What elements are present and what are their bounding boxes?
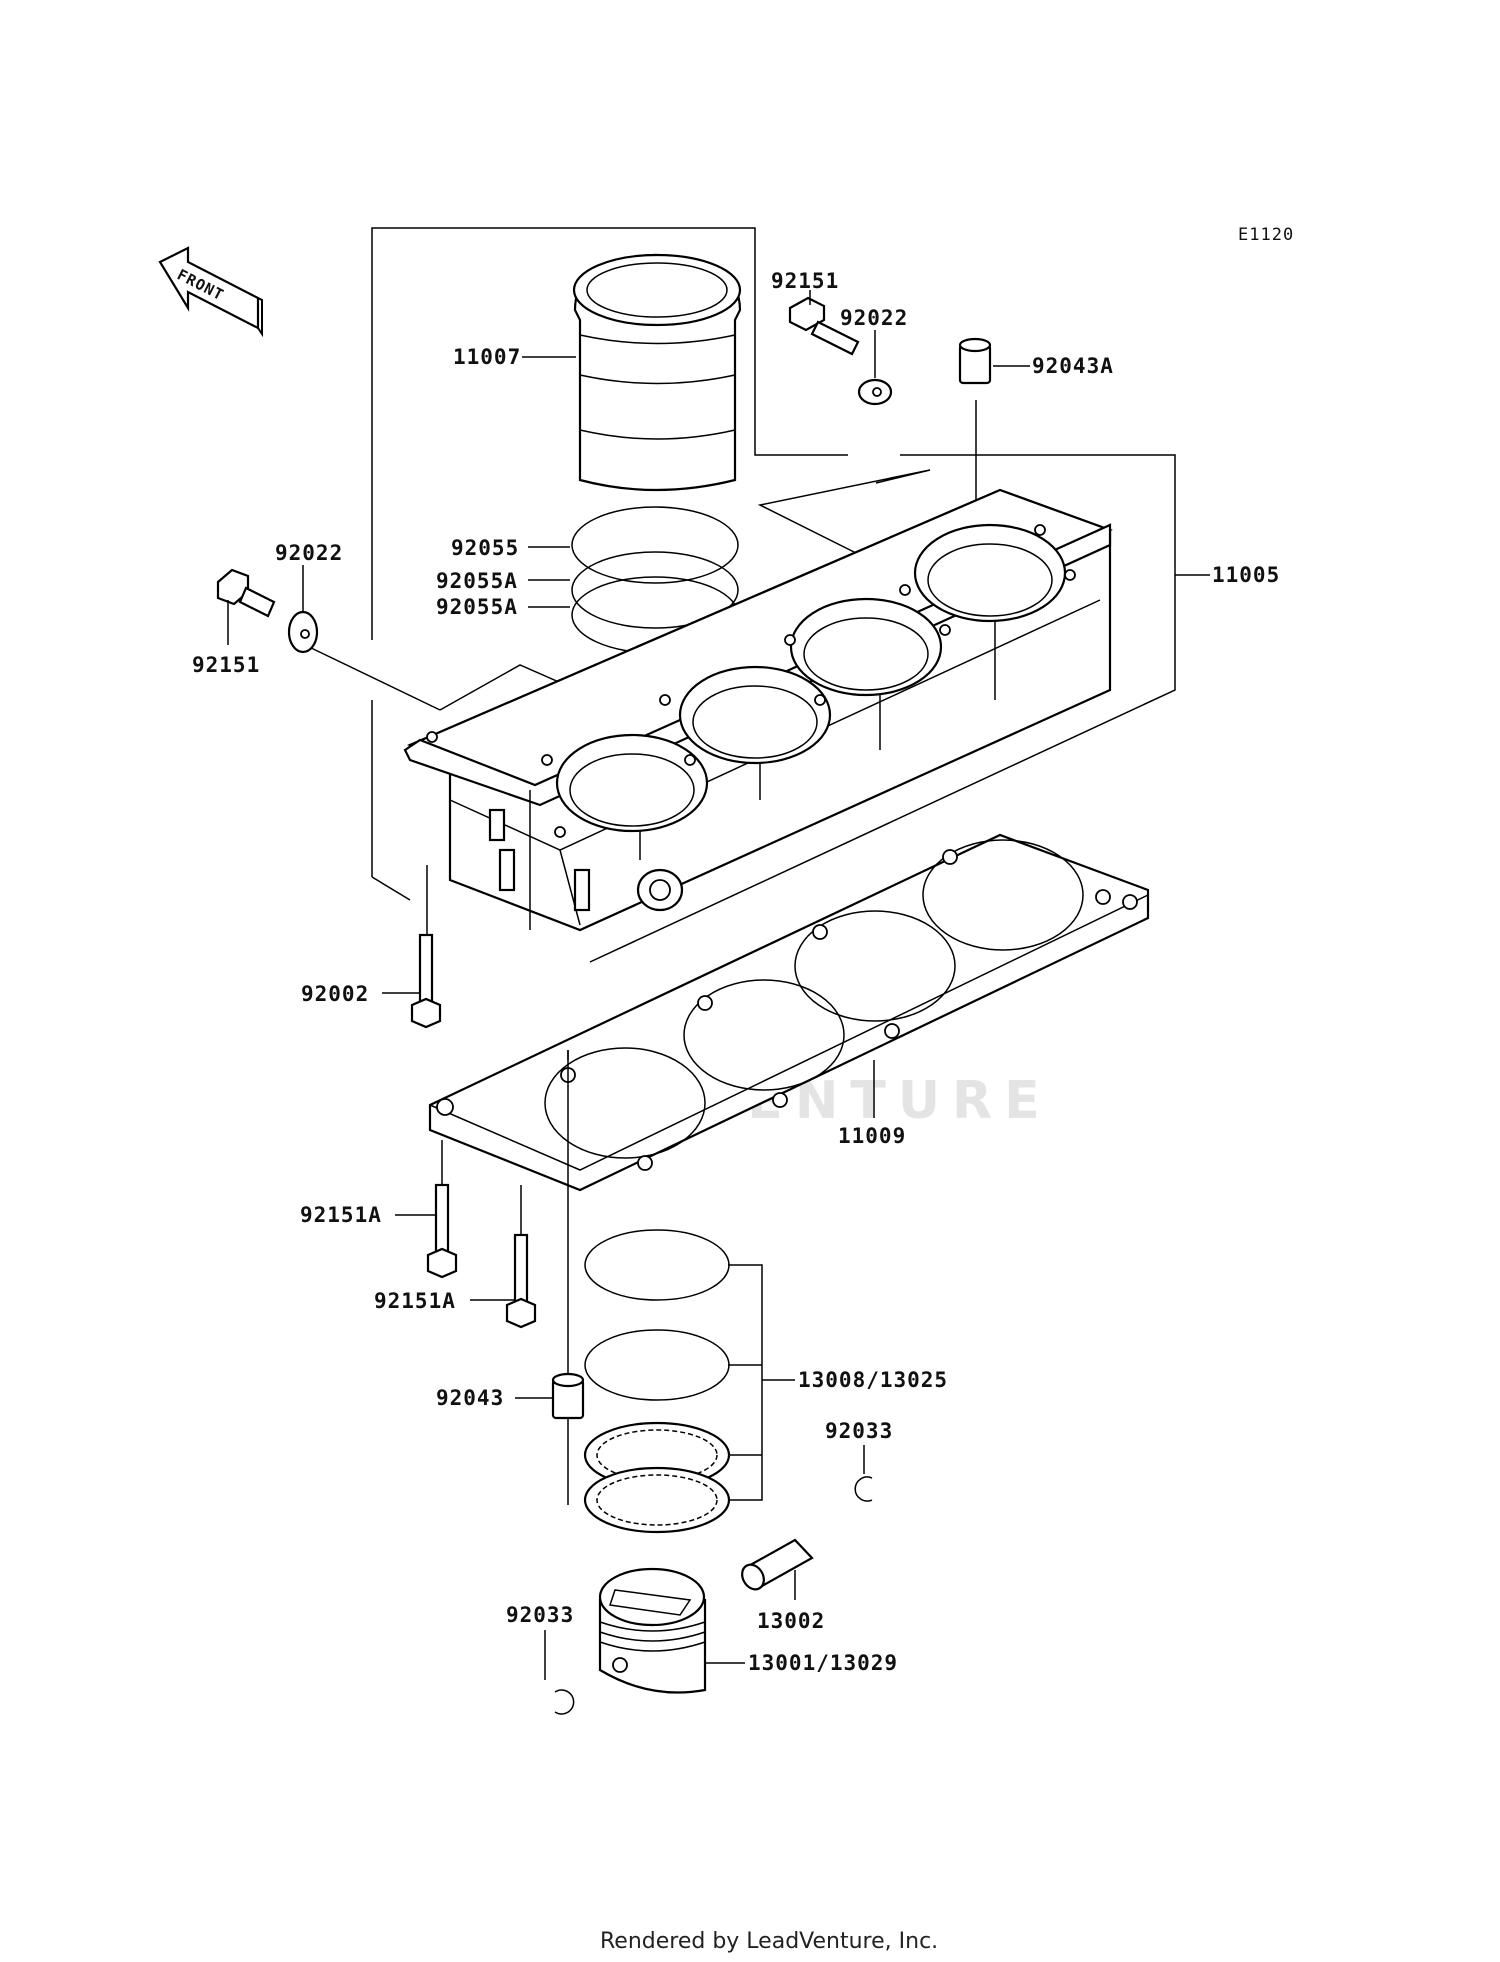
- label-92151a-1: 92151A: [300, 1203, 382, 1227]
- label-92055a-2: 92055A: [436, 595, 518, 619]
- footer-credit: Rendered by LeadVenture, Inc.: [600, 1929, 938, 1954]
- washer-top-icon: [857, 378, 893, 406]
- washer-left-icon: [287, 610, 319, 654]
- label-11009: 11009: [838, 1124, 906, 1148]
- bolt-left-icon: [216, 568, 276, 618]
- part-labels: 11007 92151 92022 92043A 92055 92055A 92…: [192, 269, 1280, 1675]
- label-11007: 11007: [453, 345, 521, 369]
- bolt-92151a-2-icon: [505, 1233, 537, 1329]
- front-arrow-icon: FRONT: [158, 246, 263, 338]
- label-92151-top: 92151: [771, 269, 839, 293]
- label-92151-left: 92151: [192, 653, 260, 677]
- label-92002: 92002: [301, 982, 369, 1006]
- cylinder-liner: [572, 253, 742, 492]
- head-gasket: [428, 833, 1150, 1192]
- piston-rings: [583, 1229, 731, 1534]
- circlip-right-icon: [854, 1476, 873, 1502]
- label-92033-left: 92033: [506, 1603, 574, 1627]
- bolt-92151a-1-icon: [426, 1183, 458, 1279]
- label-92022-left: 92022: [275, 541, 343, 565]
- label-92151a-2: 92151A: [374, 1289, 456, 1313]
- label-92043a: 92043A: [1032, 354, 1114, 378]
- piston-pin-icon: [741, 1538, 814, 1591]
- label-92022-top: 92022: [840, 306, 908, 330]
- piston-icon: [598, 1567, 707, 1694]
- label-13008-13025: 13008/13025: [798, 1368, 948, 1392]
- label-92055: 92055: [451, 536, 519, 560]
- label-11005: 11005: [1212, 563, 1280, 587]
- diagram-code: E1120: [1238, 225, 1294, 245]
- label-92055a-1: 92055A: [436, 569, 518, 593]
- dowel-bottom-icon: [551, 1372, 585, 1420]
- dowel-top-icon: [958, 337, 992, 385]
- label-13002: 13002: [757, 1609, 825, 1633]
- circlip-left-icon: [554, 1689, 575, 1715]
- cylinder-block: [403, 488, 1113, 932]
- label-92043: 92043: [436, 1386, 504, 1410]
- bolt-top-icon: [788, 296, 860, 356]
- label-92033-right: 92033: [825, 1419, 893, 1443]
- label-13001-13029: 13001/13029: [748, 1651, 898, 1675]
- bolt-92002-icon: [410, 933, 442, 1029]
